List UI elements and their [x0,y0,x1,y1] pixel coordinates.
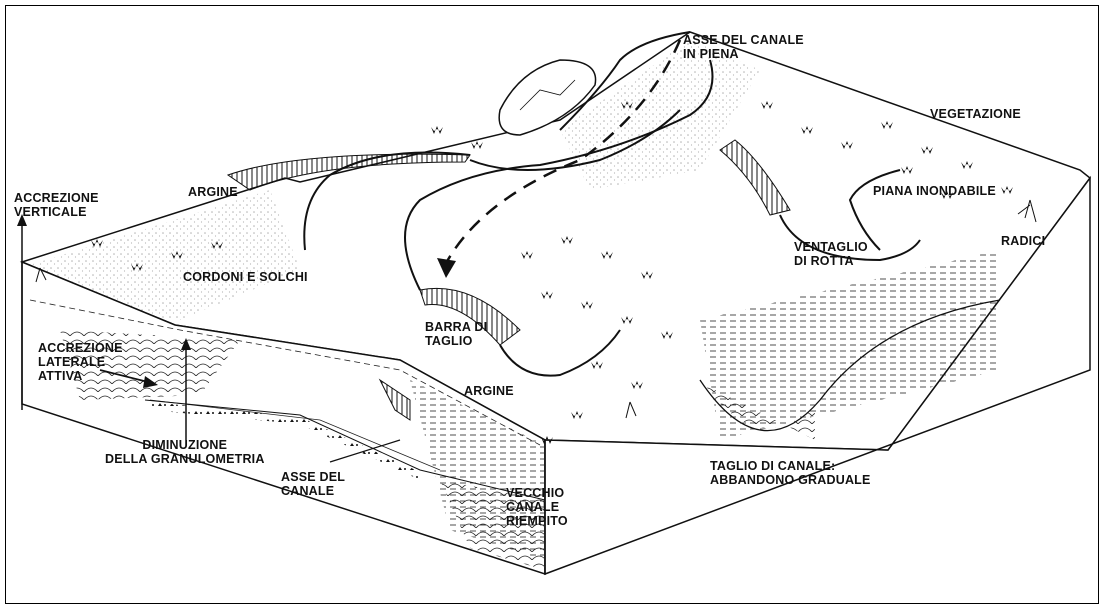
label-radici: RADICI [1001,234,1045,248]
label-argine-top: ARGINE [188,185,238,199]
label-piana-inondabile: PIANA INONDABILE [873,184,996,198]
label-taglio-canale: TAGLIO DI CANALE:ABBANDONO GRADUALE [710,459,871,487]
label-argine-mid: ARGINE [464,384,514,398]
label-vegetazione: VEGETAZIONE [930,107,1021,121]
label-cordoni-solchi: CORDONI E SOLCHI [183,270,308,284]
